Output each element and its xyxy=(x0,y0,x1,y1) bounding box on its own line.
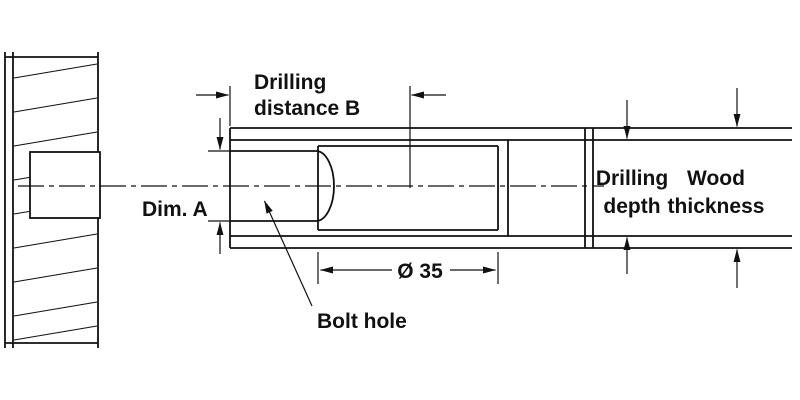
drawing-root xyxy=(4,52,792,348)
wood-thickness-label-line1: Wood xyxy=(687,167,745,190)
cabinet-panel-outline xyxy=(229,127,792,249)
drilling-distance-b-label-line1: Drilling xyxy=(254,71,327,94)
dimension-dim-a xyxy=(208,118,231,254)
drilling-depth-label: Drilling depth xyxy=(594,165,670,221)
dimension-diameter-35 xyxy=(317,252,499,284)
drilling-distance-b-label: Drilling distance B xyxy=(254,70,360,122)
bolt-hole-label: Bolt hole xyxy=(317,310,407,333)
diameter-35-label: Ø 35 xyxy=(397,260,443,283)
connecting-bolt xyxy=(29,151,101,219)
cam-hole-outline xyxy=(317,145,499,231)
drilling-distance-b-label-line2: distance B xyxy=(254,97,361,120)
dim-a-label: Dim. A xyxy=(142,198,208,221)
bolt-hole-rounded-end xyxy=(315,150,335,222)
bolt-hole-leader-line xyxy=(263,200,313,307)
dimension-drilling-distance-b xyxy=(196,86,446,188)
wood-thickness-label-line2: thickness xyxy=(667,195,765,218)
drilling-depth-label-line1: Drilling xyxy=(595,167,669,190)
drilling-depth-label-line2: depth xyxy=(603,195,661,218)
wood-thickness-label: Wood thickness xyxy=(662,165,770,221)
